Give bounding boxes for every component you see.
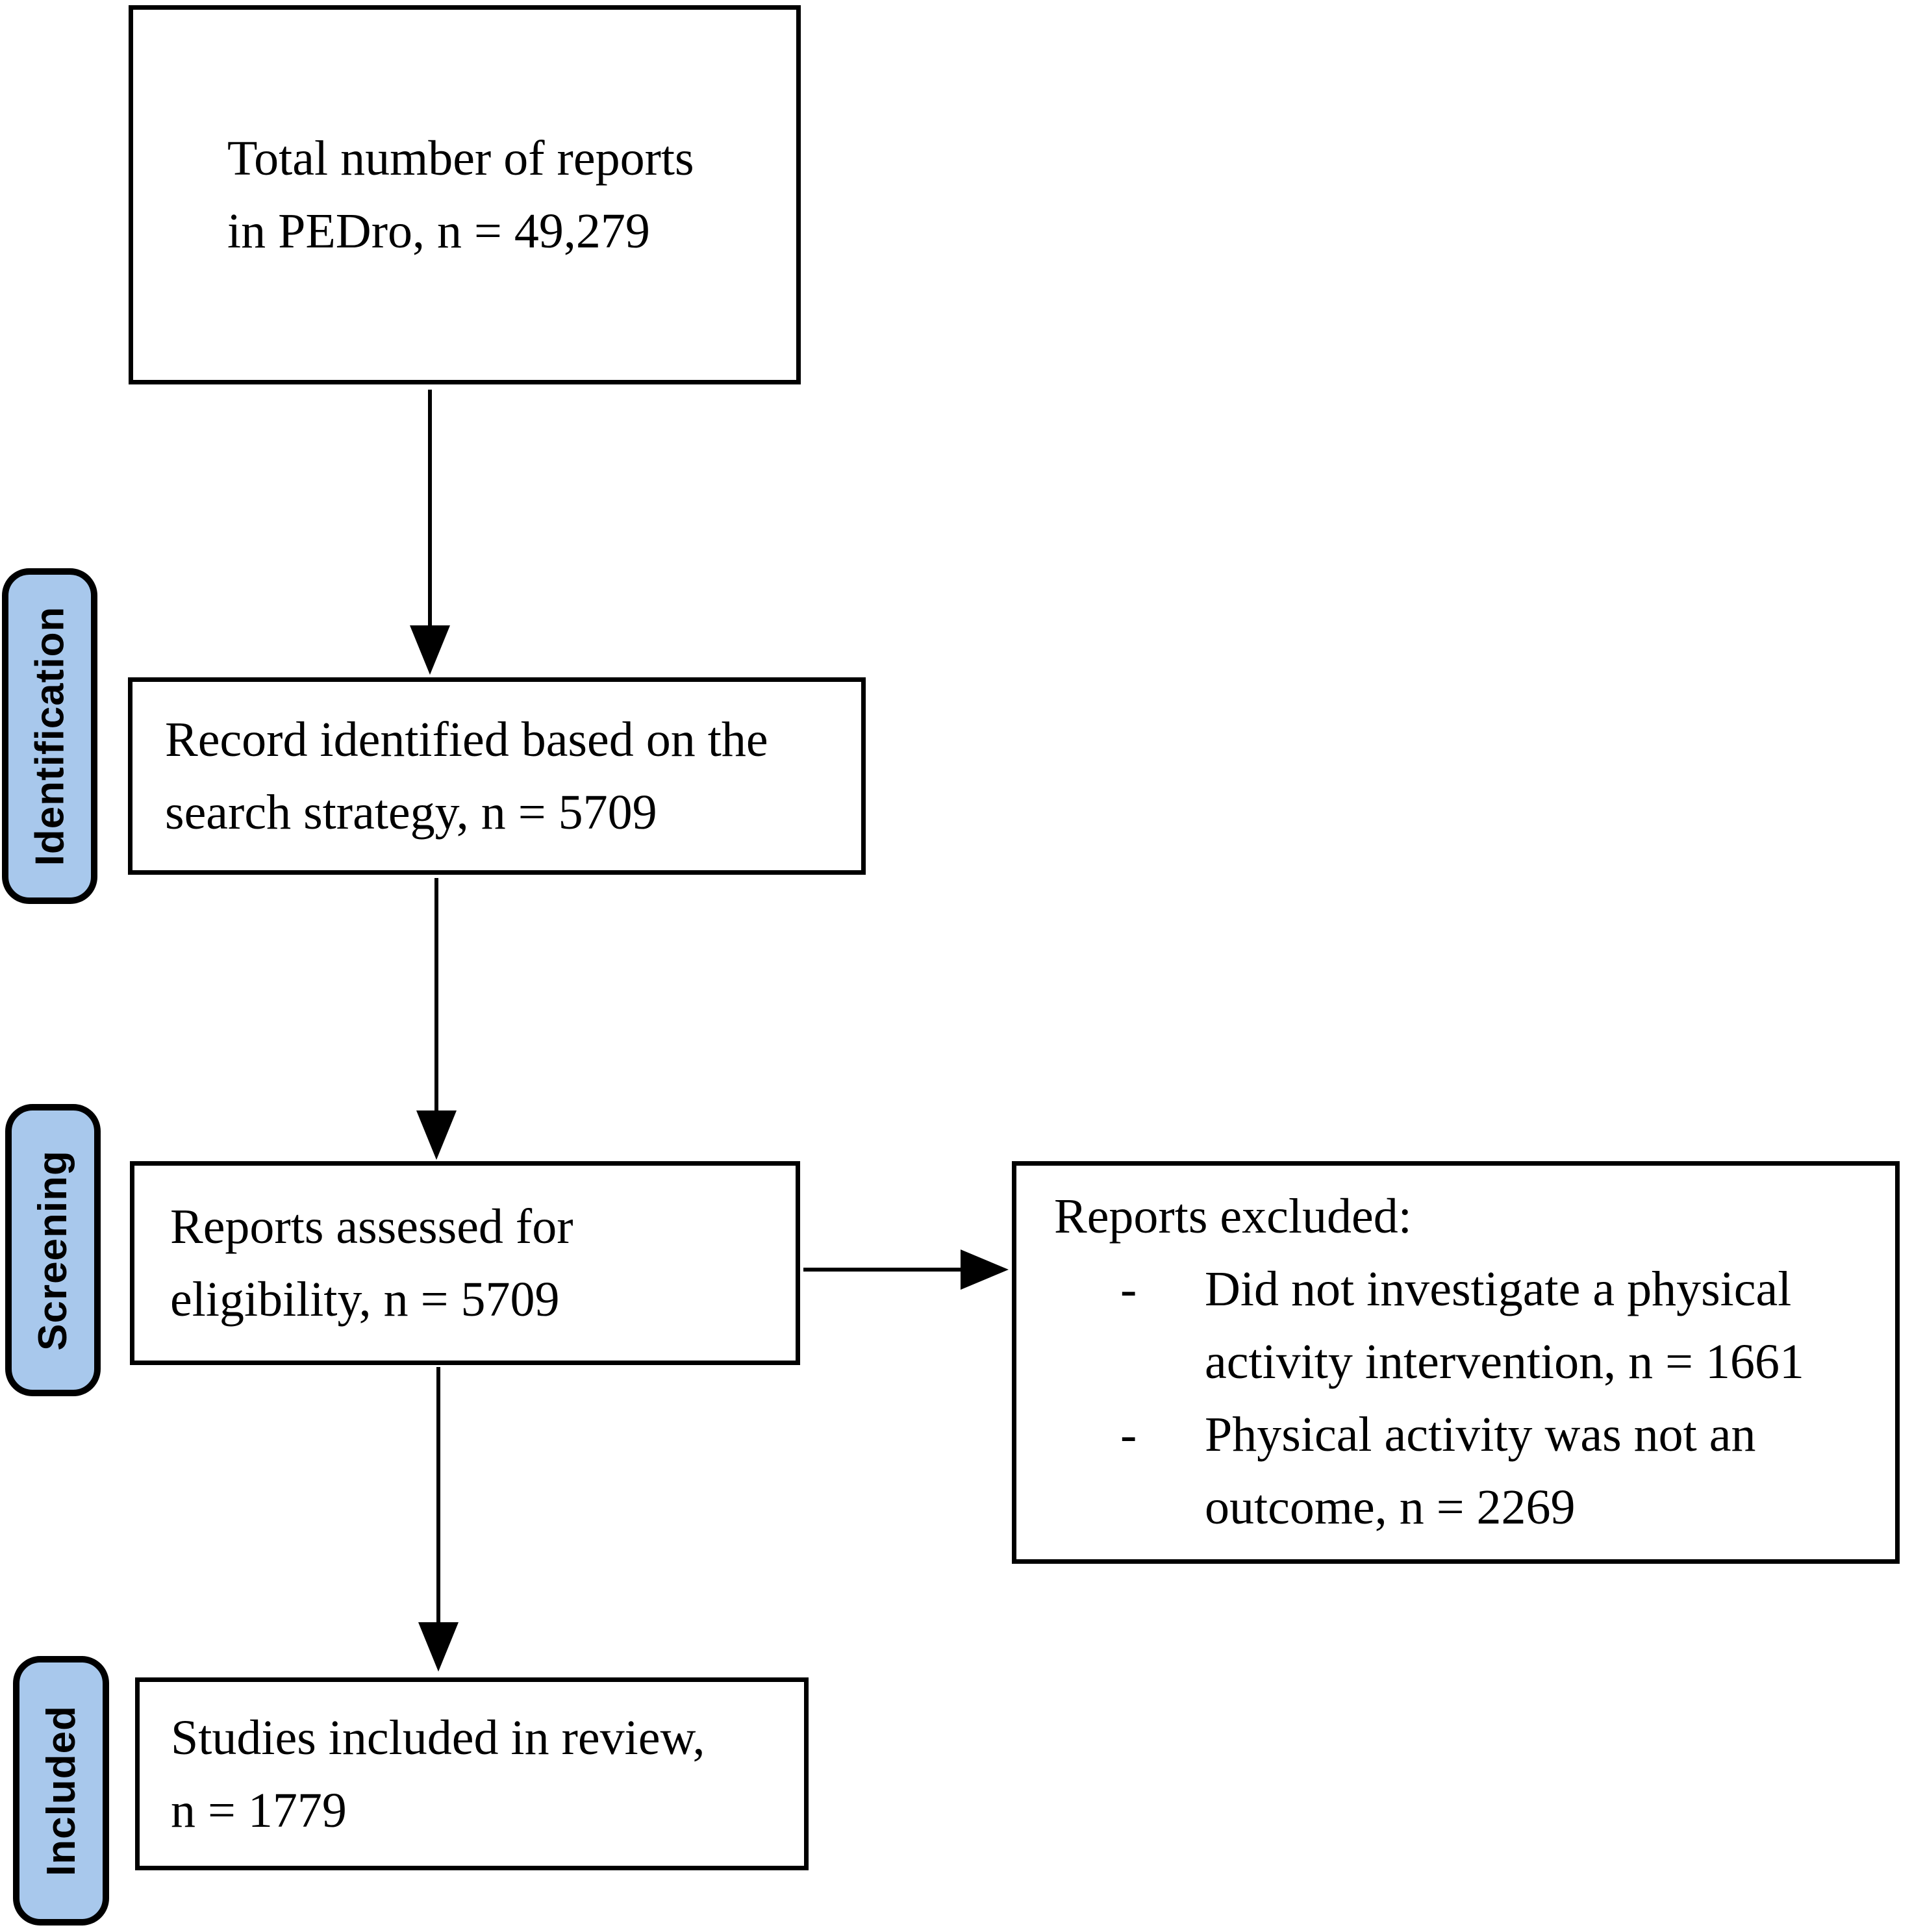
bullet-dash: - [1120,1407,1137,1462]
text-line: Reports assessed for [170,1199,573,1254]
arrow-down-head-icon [410,625,450,675]
stage-label-screening: Screening [5,1104,101,1396]
text-line: Studies included in review, [171,1710,705,1765]
text-line: Total number of reports [227,131,694,186]
stage-label-included-text: Included [38,1705,84,1876]
arrow-total-to-identified-line [428,390,432,627]
box-studies-included-text: Studies included in review, n = 1779 [171,1701,804,1847]
box-studies-included: Studies included in review, n = 1779 [135,1677,809,1870]
arrow-assessed-to-excluded-line [803,1268,961,1272]
text-line: outcome, n = 2269 [1205,1480,1576,1535]
box-records-identified-text: Record identified based on the search st… [165,703,861,849]
box-total-reports-text: Total number of reports in PEDro, n = 49… [227,122,796,268]
bullet-dash: - [1120,1262,1137,1316]
excluded-title: Reports excluded: [1054,1189,1412,1244]
arrow-assessed-to-included-line [436,1367,440,1624]
text-line: search strategy, n = 5709 [165,785,657,840]
excluded-item-text: Did not investigate a physical activity … [1205,1253,1804,1398]
stage-label-identification-text: Identification [27,606,72,866]
stage-label-included: Included [13,1656,109,1926]
text-line: activity intervention, n = 1661 [1205,1335,1805,1389]
text-line: in PEDro, n = 49,279 [227,204,650,258]
text-line: n = 1779 [171,1783,347,1838]
text-line: eligibility, n = 5709 [170,1272,560,1327]
arrow-down-head-icon [416,1110,457,1160]
text-line: Physical activity was not an [1205,1407,1756,1462]
box-reports-assessed: Reports assessed for eligibility, n = 57… [130,1161,800,1365]
arrow-right-head-icon [961,1249,1009,1290]
text-line: Did not investigate a physical [1205,1262,1792,1316]
excluded-item-text: Physical activity was not an outcome, n … [1205,1398,1756,1544]
arrow-identified-to-assessed-line [434,878,438,1112]
stage-label-identification: Identification [2,568,97,904]
box-total-reports: Total number of reports in PEDro, n = 49… [129,5,801,384]
box-records-identified: Record identified based on the search st… [128,677,866,875]
text-line: Record identified based on the [165,712,768,767]
box-reports-assessed-text: Reports assessed for eligibility, n = 57… [170,1190,796,1336]
arrow-down-head-icon [418,1622,459,1672]
excluded-item: - Physical activity was not an outcome, … [1054,1398,1882,1544]
excluded-item: - Did not investigate a physical activit… [1054,1253,1882,1398]
stage-label-screening-text: Screening [31,1149,75,1351]
box-reports-excluded: Reports excluded: - Did not investigate … [1012,1161,1900,1564]
